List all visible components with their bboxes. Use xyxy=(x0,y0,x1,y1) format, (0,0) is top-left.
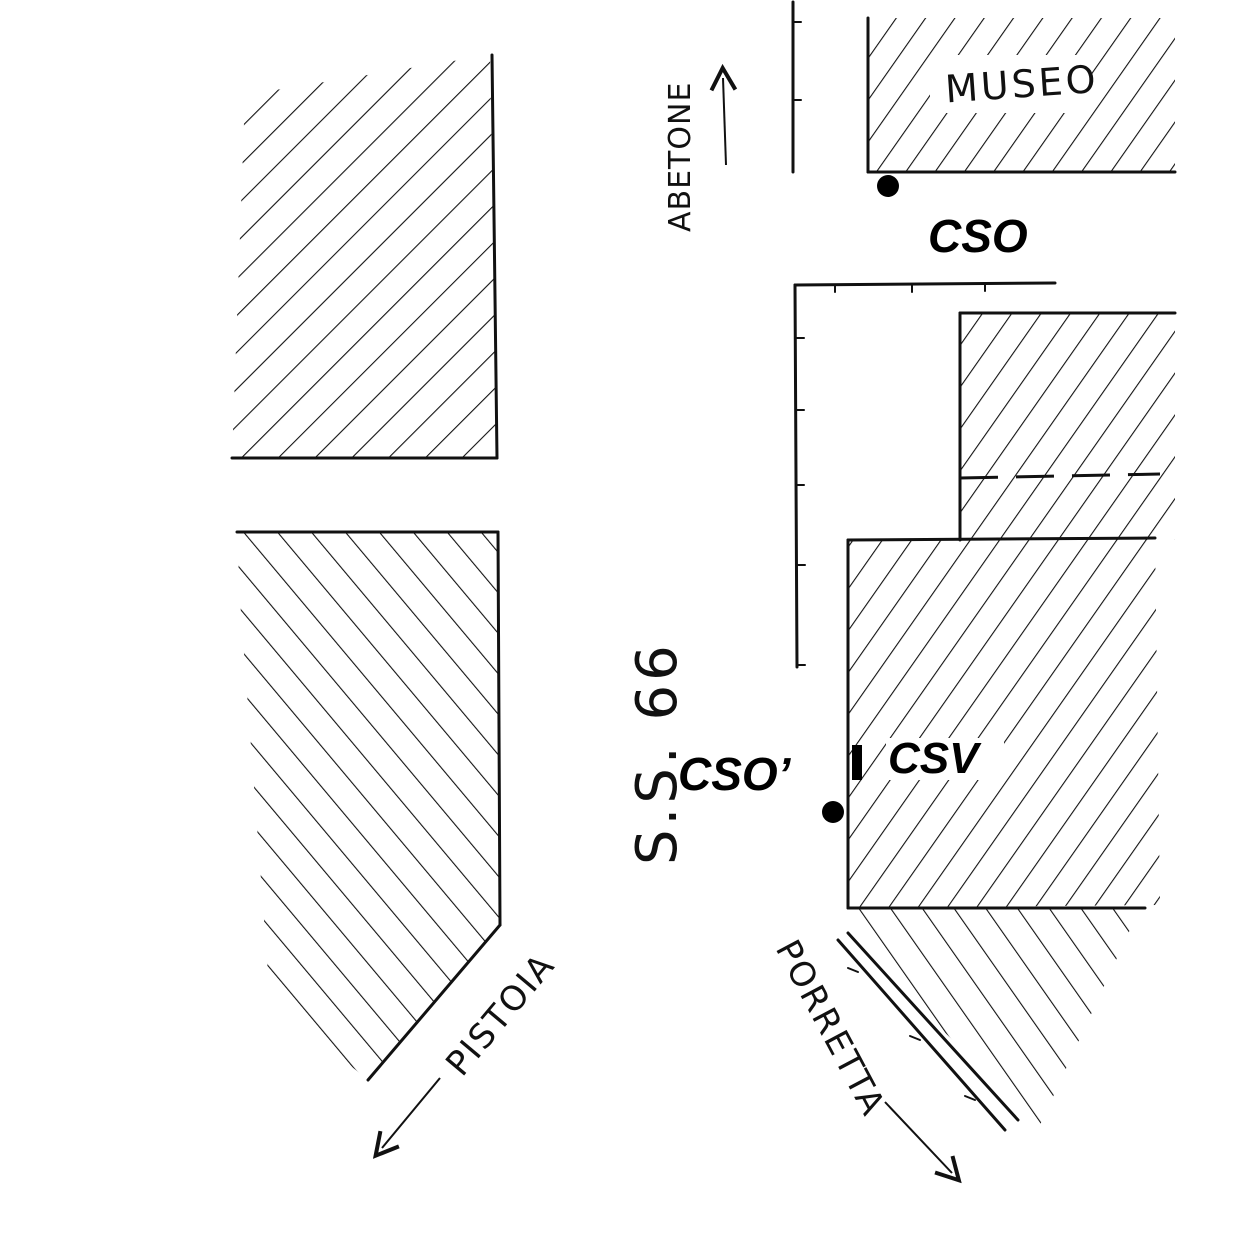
cso-marker: CSO xyxy=(877,175,1028,262)
porretta-arrow-icon xyxy=(884,1101,952,1173)
museo-building: MUSEO xyxy=(866,16,1177,174)
csv-sensor-icon xyxy=(852,745,862,780)
csv-label: CSV xyxy=(888,734,982,783)
cso-prime-point-icon xyxy=(822,801,844,823)
building-block-right-middle xyxy=(958,311,1177,542)
building-block-left-lower xyxy=(235,530,502,1082)
wall-segment-south xyxy=(836,931,1020,1132)
road-label: S.S. 66 xyxy=(625,641,690,865)
cso-point-icon xyxy=(877,175,899,197)
wall-segment-middle xyxy=(793,281,1057,669)
abetone-arrow-icon xyxy=(723,78,726,166)
abetone-direction: ABETONE xyxy=(663,78,726,232)
wall-segment-north xyxy=(791,0,802,174)
pistoia-arrow-icon xyxy=(382,1077,441,1148)
cso-prime-label: CSO’ xyxy=(678,748,792,800)
building-block-right-bottom xyxy=(848,908,1140,1125)
museo-label: MUSEO xyxy=(944,57,1100,112)
abetone-label: ABETONE xyxy=(663,82,698,232)
building-block-right-lower xyxy=(846,536,1160,910)
cso-label: CSO xyxy=(928,210,1028,262)
building-block-left-upper xyxy=(230,53,499,460)
csv-marker: CSV xyxy=(852,734,1004,783)
cso-prime-marker: CSO’ xyxy=(678,748,844,823)
